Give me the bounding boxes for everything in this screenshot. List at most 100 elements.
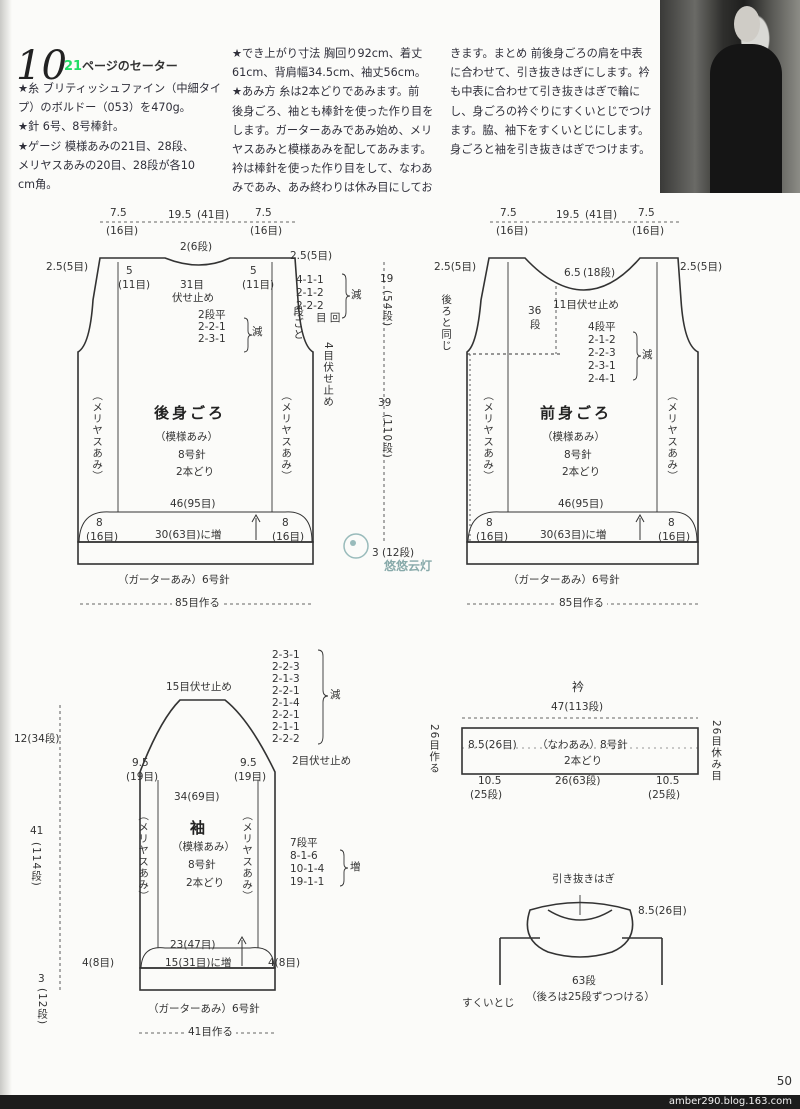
back-h-upper: 19 bbox=[380, 273, 394, 285]
collar-seg-right-st: (25段) bbox=[648, 789, 681, 801]
front-neck-dec-label: 減 bbox=[642, 349, 653, 361]
sleeve-dec-3: 2-2-1 bbox=[272, 685, 300, 697]
collar-rest: 26目休み目 bbox=[710, 720, 723, 782]
sleeve-arm-bind: 2目伏せ止め bbox=[292, 755, 352, 767]
front-yarn: 2本どり bbox=[562, 466, 601, 478]
title-page-num: 21 bbox=[64, 59, 83, 74]
front-neck-dec-3: 2-3-1 bbox=[588, 360, 616, 372]
front-neck-dec-1: 2-1-2 bbox=[588, 334, 616, 346]
back-width: 46(95目) bbox=[170, 498, 216, 510]
front-inc-right-st: (16目) bbox=[658, 531, 691, 543]
assembly-outline bbox=[499, 895, 663, 985]
front-neck-width: 19.5 bbox=[556, 209, 580, 221]
back-side-top-right: 2.5(5目) bbox=[290, 250, 333, 262]
back-arm-dec-label: 減 bbox=[351, 289, 362, 301]
sleeve-dec-5: 2-2-1 bbox=[272, 709, 300, 721]
front-same-as-back: 後ろと同じ bbox=[440, 294, 453, 352]
back-body-outline bbox=[77, 257, 314, 565]
sleeve-needle: 8号針 bbox=[188, 859, 216, 871]
sleeve-width-bottom: 23(47目) bbox=[170, 939, 216, 951]
sleeve-cap-left: 9.5 bbox=[132, 757, 149, 769]
back-shoulder-right-st: (16目) bbox=[250, 225, 283, 237]
sleeve-band-h: 3 bbox=[38, 973, 45, 985]
book-binding bbox=[0, 0, 12, 1109]
assembly-width: 8.5(26目) bbox=[638, 905, 687, 917]
sleeve-side-right: （メリヤスあみ） bbox=[241, 810, 254, 902]
assembly-seam: すくいとじ bbox=[462, 997, 515, 1009]
sleeve-cap-right-st: (19目) bbox=[234, 771, 267, 783]
front-neck-depth: 6.5 bbox=[564, 267, 581, 279]
front-h36-st: 段 bbox=[530, 319, 541, 331]
front-h36: 36 bbox=[528, 305, 542, 317]
front-side-left: （メリヤスあみ） bbox=[482, 390, 495, 482]
sleeve-inc-1: 8-1-6 bbox=[290, 850, 318, 862]
front-shoulder-left: 7.5 bbox=[500, 207, 517, 219]
back-inc-right: 8 bbox=[282, 517, 289, 529]
back-neck-dec-0: 2段平 bbox=[198, 309, 226, 321]
back-side-right: （メリヤスあみ） bbox=[280, 390, 293, 482]
front-inc-left-st: (16目) bbox=[476, 531, 509, 543]
collar-yarn: 2本どり bbox=[564, 755, 603, 767]
sleeve-dec-6: 2-1-1 bbox=[272, 721, 300, 733]
source-url: amber290.blog.163.com bbox=[0, 1095, 800, 1109]
increase-arrows bbox=[237, 513, 645, 966]
collar-seg-left-st: (25段) bbox=[470, 789, 503, 801]
front-inc-left: 8 bbox=[486, 517, 493, 529]
back-neck-dec-2: 2-3-1 bbox=[198, 333, 226, 345]
back-col-right-st: (11目) bbox=[242, 279, 275, 291]
sleeve-dec-2: 2-1-3 bbox=[272, 673, 300, 685]
front-shoulder-right-st: (16目) bbox=[632, 225, 665, 237]
front-body-outline bbox=[466, 257, 699, 565]
front-neck-dec-4: 2-4-1 bbox=[588, 373, 616, 385]
band-height: 3 bbox=[372, 547, 379, 559]
back-h-lower: 39 bbox=[378, 397, 392, 409]
back-center-inc: 30(63目)に増 bbox=[155, 529, 222, 541]
sleeve-inc-3: 19-1-1 bbox=[290, 876, 325, 888]
sleeve-yarn: 2本どり bbox=[186, 877, 225, 889]
model-sweater bbox=[710, 44, 782, 193]
back-shoulder-right: 7.5 bbox=[255, 207, 272, 219]
sleeve-inc-label: 増 bbox=[350, 861, 361, 873]
sleeve-width-top: 34(69目) bbox=[174, 791, 220, 803]
back-side-left: （メリヤスあみ） bbox=[91, 390, 104, 482]
sleeve-outline bbox=[139, 699, 276, 991]
collar-seg-left: 10.5 bbox=[478, 775, 502, 787]
sleeve-h-body: 41 bbox=[30, 825, 44, 837]
front-pattern: （模様あみ） bbox=[542, 431, 605, 443]
back-h-upper-st: (54段) bbox=[381, 290, 394, 328]
collar-width-left: 8.5(26目) bbox=[468, 739, 517, 751]
title-text: ページのセーター bbox=[82, 59, 178, 73]
sleeve-cap-left-st: (19目) bbox=[126, 771, 159, 783]
sleeve-top-bind: 15目伏せ止め bbox=[166, 681, 232, 693]
sleeve-inc-2: 10-1-4 bbox=[290, 863, 325, 875]
back-neck-width: 19.5 bbox=[168, 209, 192, 221]
front-needle: 8号針 bbox=[564, 449, 592, 461]
model-face bbox=[734, 6, 760, 42]
front-neck-width-st: (41目) bbox=[585, 209, 618, 221]
back-yarn: 2本どり bbox=[176, 466, 215, 478]
back-col-left: 5 bbox=[126, 265, 133, 277]
braces bbox=[243, 273, 642, 887]
sleeve-inc-0: 7段平 bbox=[290, 837, 318, 849]
collar-title: 衿 bbox=[572, 680, 585, 694]
front-side-top-left: 2.5(5目) bbox=[434, 261, 477, 273]
front-shoulder-left-st: (16目) bbox=[496, 225, 529, 237]
back-col-left-st: (11目) bbox=[118, 279, 151, 291]
front-neck-dec-0: 4段平 bbox=[588, 321, 616, 333]
sleeve-side-r: 4(8目) bbox=[268, 957, 301, 969]
sleeve-dec-label: 減 bbox=[330, 689, 341, 701]
back-inc-left-st: (16目) bbox=[86, 531, 119, 543]
front-side-top-right: 2.5(5目) bbox=[680, 261, 723, 273]
watermark-text: 悠悠云灯 bbox=[384, 559, 433, 573]
back-arm-dec-1: 2-1-2 bbox=[296, 287, 324, 299]
back-arm-note: 段ごと bbox=[292, 306, 305, 341]
sleeve-side-l: 4(8目) bbox=[82, 957, 115, 969]
front-name: 前身ごろ bbox=[540, 404, 613, 422]
band-height-st: (12段) bbox=[382, 547, 415, 559]
model-photo bbox=[660, 0, 800, 193]
back-arm-bind: 4目伏せ止め bbox=[322, 342, 335, 408]
collar-pattern: （なわあみ）8号針 bbox=[537, 739, 628, 751]
assembly-note: （後ろは25段ずつつける） bbox=[526, 991, 655, 1003]
sleeve-cap-h: 12(34段) bbox=[14, 733, 60, 745]
sleeve-band-h-st: (12段) bbox=[36, 988, 49, 1026]
